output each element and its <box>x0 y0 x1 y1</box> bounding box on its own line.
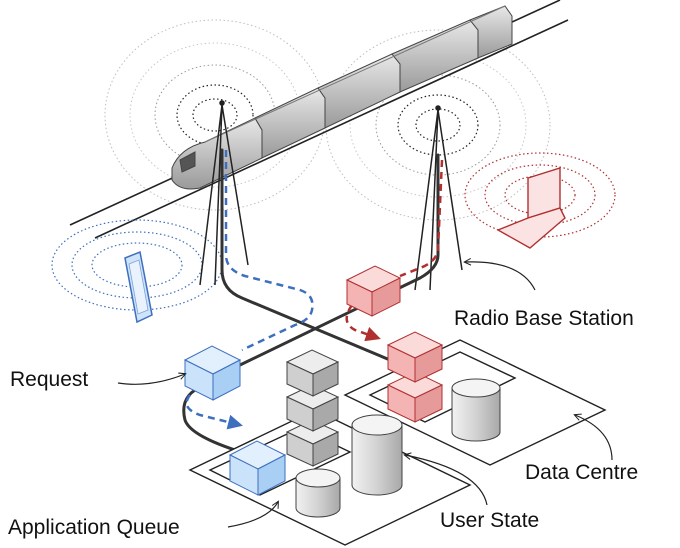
request-label: Request <box>10 368 89 391</box>
callout-lines <box>117 262 613 528</box>
blue-request-path <box>185 150 314 430</box>
red-request-path <box>345 159 444 342</box>
user-state-label: User State <box>440 509 540 532</box>
train <box>171 5 513 190</box>
red-edge-node-cube <box>345 265 402 317</box>
antenna-left <box>199 100 249 286</box>
radio-base-station-label: Radio Base Station <box>454 307 634 330</box>
smartphone-icon <box>124 250 153 324</box>
data-centre-cylinder <box>451 378 501 442</box>
queue-cylinder-small <box>295 468 341 518</box>
laptop-icon <box>496 167 566 249</box>
user-state-cylinder-large <box>351 414 403 496</box>
application-queue-label: Application Queue <box>8 516 180 539</box>
blue-queue-cube <box>228 440 287 496</box>
gray-queue-cube-stack <box>285 349 340 467</box>
data-centre-label: Data Centre <box>525 461 639 484</box>
red-user-state-cube-stack <box>386 331 444 423</box>
